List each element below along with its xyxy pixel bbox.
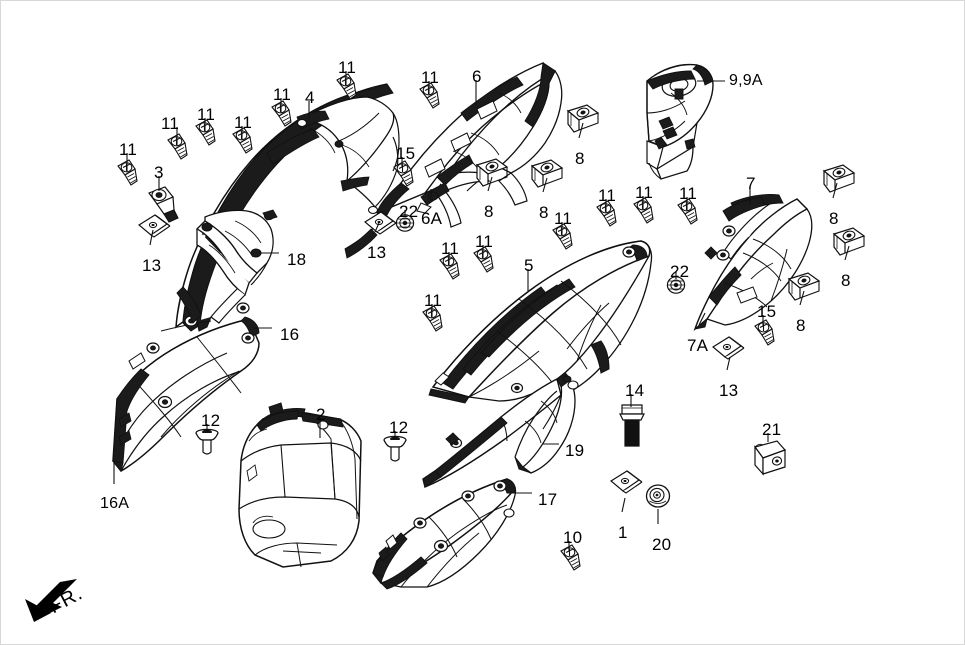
callout-8-label: 8 — [539, 203, 549, 222]
callout-4-label: 4 — [305, 88, 315, 107]
callout-17-label: 17 — [538, 490, 558, 509]
callout-12-label: 12 — [389, 418, 409, 437]
callout-11-label: 11 — [119, 140, 138, 159]
callout-7A-label: 7A — [687, 336, 709, 355]
callout-2-label: 2 — [316, 405, 326, 424]
fastener-1-plate-nut — [610, 470, 643, 494]
callout-5-label: 5 — [524, 256, 534, 275]
leader-lines — [113, 71, 850, 551]
callout-11-label: 11 — [338, 58, 357, 77]
callout-18-label: 18 — [287, 250, 307, 269]
leader-line — [542, 177, 548, 193]
part-17-lower-panel — [372, 478, 517, 590]
callout-13-label: 13 — [142, 256, 162, 275]
fastener-3-bolt — [148, 186, 179, 223]
callout-19-label: 19 — [565, 441, 585, 460]
callout-11-label: 11 — [421, 68, 440, 87]
fastener-13-plate-nut — [138, 214, 171, 238]
leader-line — [726, 356, 731, 371]
part-7-right-rear-cover — [693, 194, 813, 332]
part-4-rear-upper-cowl — [175, 83, 400, 332]
callout-8-label: 8 — [829, 209, 839, 228]
fastener-12-rivet — [195, 428, 219, 455]
leader-line — [799, 290, 805, 306]
callout-11-label: 11 — [197, 105, 216, 124]
fastener-8-clip-nut — [567, 104, 599, 133]
callout-11-label: 11 — [554, 209, 573, 228]
part-2-front-cowl — [238, 402, 362, 568]
callout-8-label: 8 — [796, 316, 806, 335]
callout-11-label: 11 — [441, 239, 460, 258]
fastener-21-bush — [754, 440, 786, 475]
callout-11-label: 11 — [161, 114, 180, 133]
fastener-10-screw — [560, 544, 581, 571]
fastener-8-clip-nut — [823, 164, 855, 193]
callout-13-label: 13 — [367, 243, 387, 262]
callout-7-label: 7 — [746, 174, 756, 193]
leader-line — [487, 176, 493, 192]
callout-20-label: 20 — [652, 535, 672, 554]
callout-1-label: 1 — [618, 523, 628, 542]
callout-11-label: 11 — [679, 184, 698, 203]
part-16-left-side-cover — [111, 302, 260, 472]
callout-11-label: 11 — [273, 85, 292, 104]
leader-line — [832, 182, 838, 199]
callout-14-label: 14 — [625, 381, 645, 400]
leader-line — [621, 497, 626, 513]
callout-8-label: 8 — [575, 149, 585, 168]
fastener-8-clip-nut — [788, 272, 820, 301]
leader-line — [149, 229, 154, 246]
callout-11-label: 11 — [424, 291, 443, 310]
callout-11-label: 11 — [234, 113, 253, 132]
callout-10-label: 10 — [563, 528, 583, 547]
fastener-20-nut — [645, 484, 671, 508]
leader-line — [844, 245, 850, 261]
callout-13-label: 13 — [719, 381, 739, 400]
part-9-9a-bracket — [646, 63, 714, 180]
part-16-upper-sliver — [176, 286, 202, 324]
callout-11-label: 11 — [598, 186, 617, 205]
leader-line — [698, 312, 706, 326]
callout-22-label: 22 — [670, 262, 690, 281]
callout-11-label: 11 — [475, 232, 494, 251]
fastener-12-rivet — [383, 435, 407, 462]
fastener-14-bolt — [619, 404, 645, 447]
fastener-8-clip-nut — [833, 227, 865, 256]
callout-3-label: 3 — [154, 163, 164, 182]
part-6-rear-frame — [376, 62, 563, 228]
part-18-grab-bracket — [195, 209, 278, 332]
callout-99A-label: 9,9A — [729, 72, 763, 89]
part-5-right-side-cover — [428, 240, 653, 404]
fastener-8-clip-nut — [531, 159, 563, 188]
part-19-tip-sliver — [590, 340, 610, 374]
part-19-lower-trim — [422, 372, 579, 488]
callout-12-label: 12 — [201, 411, 221, 430]
leader-line — [578, 122, 584, 139]
callout-15-label: 15 — [757, 302, 777, 321]
callout-16-label: 16 — [280, 325, 300, 344]
callout-11-label: 11 — [635, 183, 654, 202]
fastener-15-screw — [754, 319, 775, 346]
front-direction-arrow — [25, 579, 77, 622]
callout-6A-label: 6A — [421, 209, 443, 228]
fastener-13-plate-nut — [712, 336, 745, 360]
leader-line — [374, 222, 380, 233]
callout-16A-label: 16A — [100, 495, 130, 512]
callout-22-label: 22 — [399, 202, 419, 221]
callout-6-label: 6 — [472, 67, 482, 86]
callout-8-label: 8 — [841, 271, 851, 290]
callout-21-label: 21 — [762, 420, 782, 439]
callout-8-label: 8 — [484, 202, 494, 221]
callout-15-label: 15 — [396, 144, 416, 163]
